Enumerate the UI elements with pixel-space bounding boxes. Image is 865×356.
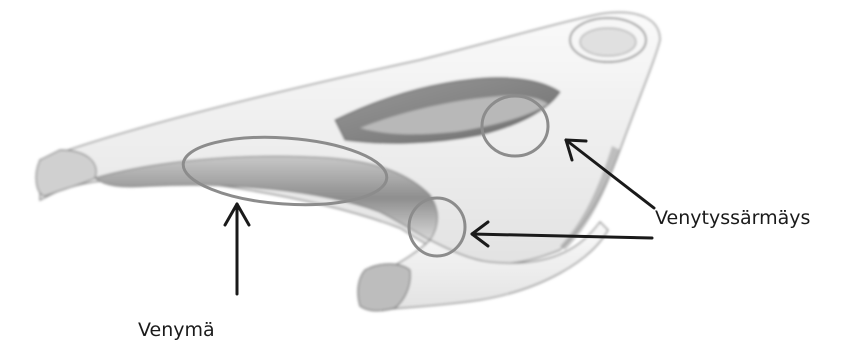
left-lip [36, 150, 96, 196]
formed-part [36, 12, 660, 310]
mounting-hole-inner [580, 28, 636, 56]
stretch-label: Venymä [138, 319, 215, 341]
stretch-flanging-label: Venytyssärmäys [655, 207, 810, 229]
channel-wall [95, 156, 438, 240]
